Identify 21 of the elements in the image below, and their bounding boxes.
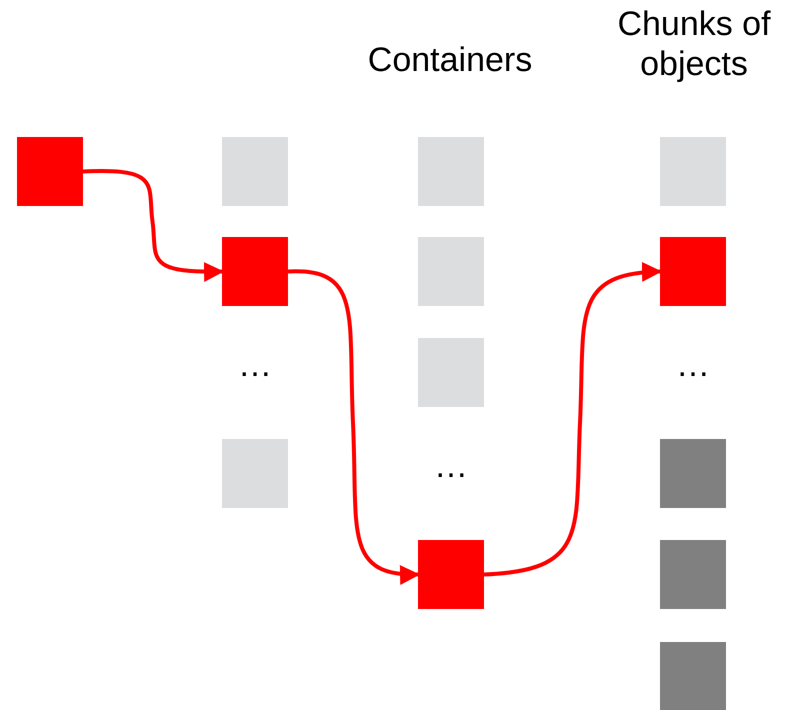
- block-square: [660, 642, 726, 710]
- block-square: [418, 338, 484, 407]
- block-square: [660, 439, 726, 508]
- block-square: [222, 439, 288, 508]
- block-square: [660, 237, 726, 306]
- block-square: [418, 540, 484, 609]
- ellipsis: …: [675, 345, 711, 385]
- heading: Containers: [366, 40, 534, 80]
- block-square: [418, 237, 484, 306]
- heading: Chunks of objects: [616, 4, 772, 84]
- block-square: [222, 137, 288, 206]
- block-square: [660, 540, 726, 609]
- block-square: [418, 137, 484, 206]
- curved-arrow: [484, 262, 662, 576]
- block-square: [660, 137, 726, 206]
- block-square: [17, 137, 83, 206]
- curved-arrow: [288, 270, 420, 584]
- curved-arrow: [82, 168, 224, 282]
- ellipsis: …: [237, 345, 273, 385]
- block-square: [222, 237, 288, 306]
- ellipsis: …: [433, 446, 469, 486]
